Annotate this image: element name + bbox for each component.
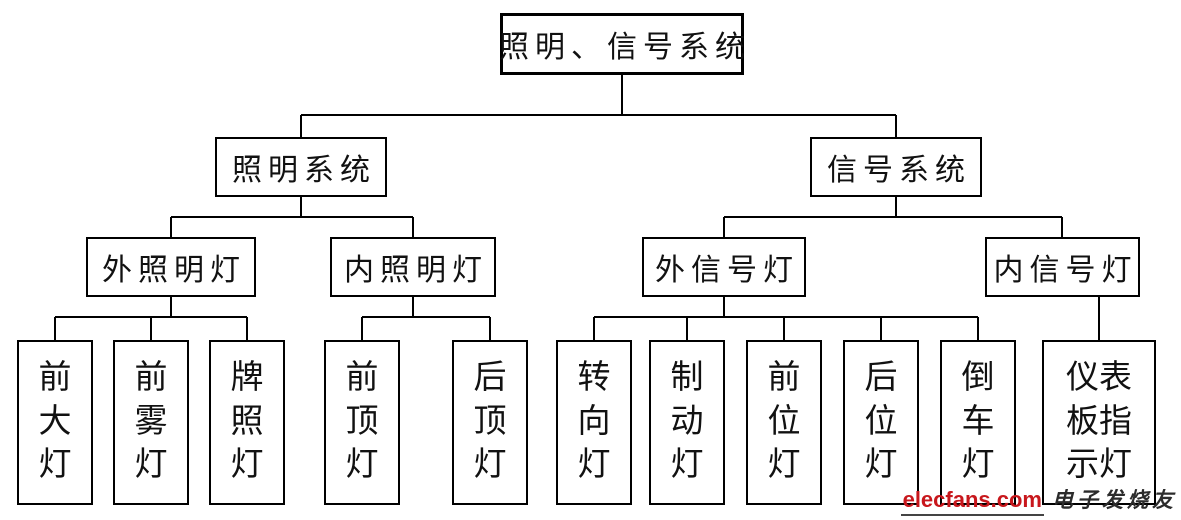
leaf-label: 转向灯 bbox=[577, 360, 611, 484]
leaf-label: 后位灯 bbox=[864, 360, 898, 484]
leaf-label: 前大灯 bbox=[38, 360, 72, 484]
node-lighting-system: 照明系统 bbox=[215, 137, 387, 197]
node-interior-lighting: 内照明灯 bbox=[330, 237, 496, 297]
leaf-label: 牌照灯 bbox=[230, 360, 264, 484]
node-rear-position-lamp: 后位灯 bbox=[843, 340, 919, 505]
elecfans-suffix-text: .com bbox=[990, 487, 1042, 512]
node-front-position-lamp: 前位灯 bbox=[746, 340, 822, 505]
watermark: elecfans.com 电子发烧友 bbox=[900, 484, 1177, 516]
leaf-label: 前雾灯 bbox=[134, 360, 168, 484]
node-interior-signal: 内信号灯 bbox=[985, 237, 1140, 297]
leaf-label: 前位灯 bbox=[767, 360, 801, 484]
node-reversing-lamp: 倒车灯 bbox=[940, 340, 1016, 505]
node-brake-lamp: 制动灯 bbox=[649, 340, 725, 505]
leaf-label: 制动灯 bbox=[670, 360, 704, 484]
leaf-label: 前顶灯 bbox=[345, 360, 379, 484]
elecfans-brand-text: elecfans bbox=[902, 487, 991, 512]
leaf-label: 后顶灯 bbox=[473, 360, 507, 484]
node-front-dome-lamp: 前顶灯 bbox=[324, 340, 400, 505]
leaf-label: 倒车灯 bbox=[961, 360, 995, 484]
node-signal-system: 信号系统 bbox=[810, 137, 982, 197]
node-instrument-panel-indicator-lamp: 仪表板指示灯 bbox=[1042, 340, 1156, 505]
node-front-headlamp: 前大灯 bbox=[17, 340, 93, 505]
node-exterior-lighting: 外照明灯 bbox=[86, 237, 256, 297]
leaf-label: 仪表板指示灯 bbox=[1065, 360, 1132, 484]
node-turn-signal-lamp: 转向灯 bbox=[556, 340, 632, 505]
watermark-chinese-text: 电子发烧友 bbox=[1052, 488, 1177, 512]
node-exterior-signal: 外信号灯 bbox=[642, 237, 806, 297]
elecfans-logo: elecfans.com bbox=[900, 487, 1044, 516]
node-front-fog-lamp: 前雾灯 bbox=[113, 340, 189, 505]
node-lighting-signal-system: 照明、信号系统 bbox=[499, 13, 745, 75]
node-license-plate-lamp: 牌照灯 bbox=[209, 340, 285, 505]
node-rear-dome-lamp: 后顶灯 bbox=[452, 340, 528, 505]
